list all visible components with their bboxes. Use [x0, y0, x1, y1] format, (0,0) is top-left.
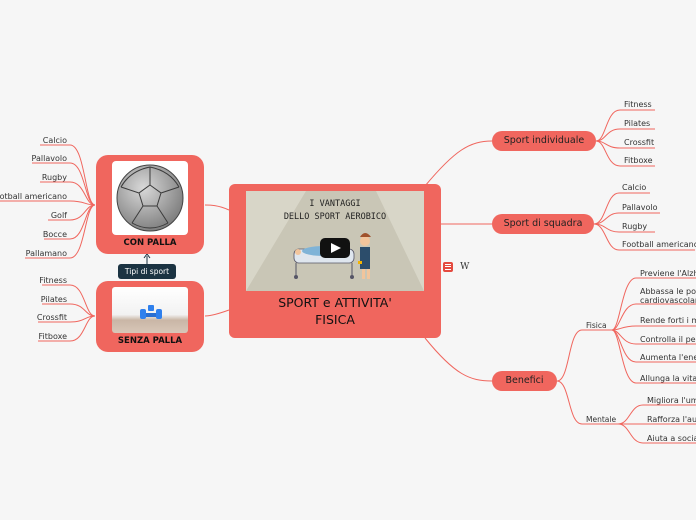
leaf-fitness[interactable]: Fitness: [39, 276, 67, 285]
leaf-allunga-vita[interactable]: Allunga la vita: [640, 374, 696, 383]
leaf-abbassa-possibilita[interactable]: Abbassa le possibilità di malattie: [640, 287, 696, 296]
node-tools: W: [443, 256, 469, 275]
leaf-football-americano[interactable]: Football americano: [0, 192, 67, 201]
con-palla-node[interactable]: CON PALLA: [96, 155, 204, 254]
benefici-node[interactable]: Benefici: [492, 371, 557, 391]
leaf-sq-calcio[interactable]: Calcio: [622, 183, 647, 192]
leaf-sq-pallavolo[interactable]: Pallavolo: [622, 203, 658, 212]
central-topic-node[interactable]: I VANTAGGI DELLO SPORT AEROBICO SPORT e …: [229, 184, 441, 338]
leaf-ind-pilates[interactable]: Pilates: [624, 119, 651, 128]
leaf-pallamano[interactable]: Pallamano: [25, 249, 67, 258]
tooltip-tipi-di-sport: Tipi di sport: [118, 264, 176, 279]
wikipedia-icon[interactable]: W: [460, 261, 470, 272]
leaf-aumenta-energia[interactable]: Aumenta l'energia: [640, 353, 696, 362]
video-title-line-2: DELLO SPORT AEROBICO: [283, 212, 387, 222]
list-icon[interactable]: [443, 261, 453, 272]
dumbbell-icon: [140, 305, 162, 319]
leaf-aiuta-socializzare[interactable]: Aiuta a socializzare: [647, 434, 696, 443]
sport-di-squadra-node[interactable]: Sport di squadra: [492, 214, 594, 234]
central-title: SPORT e ATTIVITA' FISICA: [229, 294, 441, 328]
leaf-fitboxe[interactable]: Fitboxe: [38, 332, 67, 341]
leaf-golf[interactable]: Golf: [50, 211, 67, 220]
leaf-sq-football-americano[interactable]: Football americano: [622, 240, 696, 249]
play-button[interactable]: [320, 238, 350, 258]
central-title-line-1: SPORT e ATTIVITA': [278, 295, 392, 310]
leaf-sq-rugby[interactable]: Rugby: [622, 222, 648, 231]
video-title-line-1: I VANTAGGI: [309, 199, 361, 209]
leaf-calcio[interactable]: Calcio: [42, 136, 67, 145]
fisica-node[interactable]: Fisica: [586, 321, 607, 330]
con-palla-label: CON PALLA: [123, 238, 177, 248]
sport-individuale-node[interactable]: Sport individuale: [492, 131, 596, 151]
leaf-pilates[interactable]: Pilates: [40, 295, 67, 304]
leaf-rafforza-autostima[interactable]: Rafforza l'autostima: [647, 415, 696, 424]
leaf-pallavolo[interactable]: Pallavolo: [31, 154, 67, 163]
soccer-ball-image: [112, 161, 188, 235]
leaf-crossfit[interactable]: Crossfit: [36, 313, 67, 322]
leaf-rugby[interactable]: Rugby: [41, 173, 67, 182]
leaf-bocce[interactable]: Bocce: [42, 230, 67, 239]
play-icon: [331, 243, 341, 253]
leaf-cardiovascolari: cardiovascolari: [640, 296, 696, 305]
leaf-ind-fitboxe[interactable]: Fitboxe: [624, 156, 653, 165]
leaf-migliora-umore[interactable]: Migliora l'umore: [647, 396, 696, 405]
video-thumbnail[interactable]: I VANTAGGI DELLO SPORT AEROBICO: [246, 191, 424, 291]
leaf-previene-alzheimer[interactable]: Previene l'Alzheimer: [640, 269, 696, 278]
senza-palla-node[interactable]: SENZA PALLA: [96, 281, 204, 352]
central-title-line-2: FISICA: [315, 312, 355, 327]
leaf-controlla-peso[interactable]: Controlla il peso: [640, 335, 696, 344]
mentale-node[interactable]: Mentale: [586, 415, 617, 424]
senza-palla-label: SENZA PALLA: [117, 336, 183, 346]
leaf-ind-crossfit[interactable]: Crossfit: [624, 138, 655, 147]
leaf-ind-fitness[interactable]: Fitness: [624, 100, 652, 109]
leaf-rende-forti-muscoli[interactable]: Rende forti i muscoli: [640, 316, 696, 325]
dumbbell-image: [112, 287, 188, 333]
soccer-ball-icon: [116, 164, 184, 232]
